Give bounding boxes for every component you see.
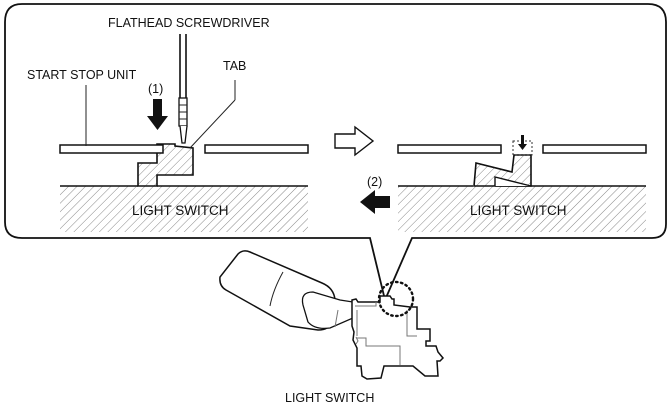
tab-shape: [137, 143, 194, 187]
tab-label: TAB: [223, 59, 246, 73]
step-2-label: (2): [367, 175, 382, 189]
switch-body: [351, 295, 445, 380]
flathead-screwdriver: [178, 34, 188, 144]
start-stop-unit-label: START STOP UNIT: [27, 68, 137, 82]
light-switch-assembly: LIGHT SWITCH: [219, 250, 445, 405]
light-switch-base-left: [60, 185, 308, 232]
lever-grip: [301, 291, 354, 330]
start-stop-unit-left: [59, 144, 309, 154]
screwdriver-label: FLATHEAD SCREWDRIVER: [108, 16, 270, 30]
right-panel: (2) LIGHT SWITCH: [360, 135, 647, 232]
light-switch-label-left: LIGHT SWITCH: [132, 203, 229, 218]
arrow-right-outline-icon: [334, 125, 375, 157]
left-panel: FLATHEAD SCREWDRIVER START STOP UNIT TAB…: [27, 16, 309, 232]
arrow-down-icon: [147, 99, 168, 130]
arrow-down-small-icon: [518, 135, 527, 150]
step-1-label: (1): [148, 82, 163, 96]
light-switch-label-right: LIGHT SWITCH: [470, 203, 567, 218]
arrow-left-icon: [360, 190, 390, 214]
tab-highlight-circle: [377, 280, 415, 318]
light-switch-label-bottom: LIGHT SWITCH: [285, 391, 374, 405]
light-switch-base-right: [398, 185, 646, 232]
start-stop-unit-right: [397, 144, 647, 154]
